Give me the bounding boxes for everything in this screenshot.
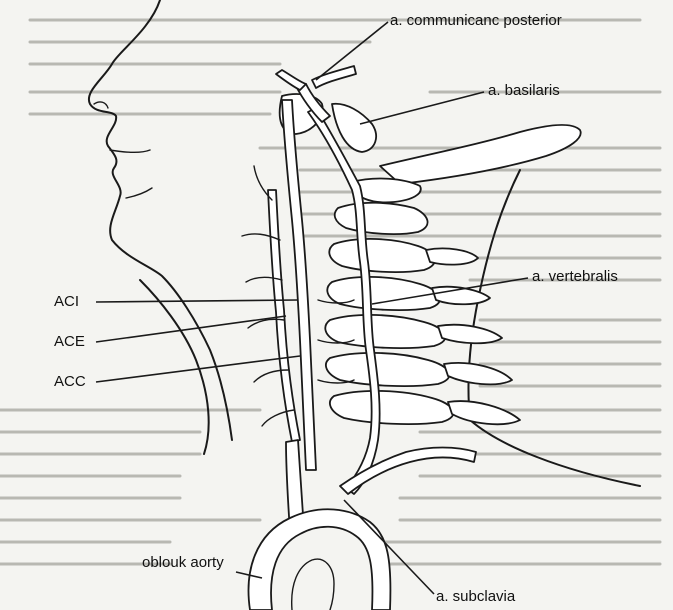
neck-front-outline (140, 280, 209, 454)
label-aci: ACI (54, 293, 79, 310)
label-subclavia: a. subclavia (436, 588, 515, 605)
label-ace: ACE (54, 333, 85, 350)
clivus-bone (332, 104, 376, 152)
lip-line (110, 150, 150, 152)
label-vertebralis: a. vertebralis (532, 268, 618, 285)
occipital-bone (380, 125, 581, 184)
chin-line (126, 188, 152, 198)
communicans-posterior-artery (276, 70, 306, 90)
label-oblouk-aorty: oblouk aorty (142, 554, 224, 571)
label-basilaris: a. basilaris (488, 82, 560, 99)
nostril-line (94, 102, 108, 108)
label-communicans-posterior: a. communicanc posterior (390, 12, 562, 29)
label-acc: ACC (54, 373, 86, 390)
aortic-arch-inner (292, 559, 334, 610)
